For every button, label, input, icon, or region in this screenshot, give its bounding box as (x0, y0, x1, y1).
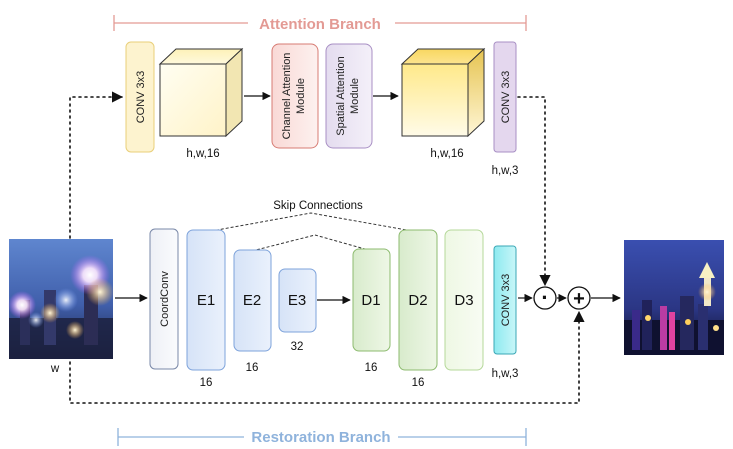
encoder-e3-channels: 32 (291, 341, 304, 353)
channel-attention-module-block (271, 43, 319, 149)
output-image (624, 240, 724, 355)
attention-branch-title: Attention Branch (259, 16, 381, 33)
dotted-path-input-to-attention (69, 91, 124, 239)
add-symbol: + (573, 288, 585, 310)
add-operator: + (567, 286, 591, 310)
input-image-label: w (50, 363, 60, 375)
decoder-d2-label: D2 (408, 292, 427, 309)
restoration-conv-block (493, 245, 517, 355)
spatial-attention-label-line1: Spatial Attention (335, 56, 347, 136)
attention-conv-in-block (125, 41, 155, 153)
skip-connection-e2-d1 (251, 234, 373, 252)
decoder-d2-block (398, 229, 438, 371)
multiply-symbol: · (541, 285, 548, 310)
coordconv-block (149, 228, 179, 370)
spatial-attention-module-block (325, 43, 373, 149)
dotted-path-input-to-add (69, 310, 585, 404)
encoder-e1-channels: 16 (200, 377, 213, 389)
input-image (8, 239, 114, 359)
decoder-d2-channels: 16 (412, 377, 425, 389)
skip-connection-e1-d2 (205, 212, 419, 233)
encoder-e3-label: E3 (288, 292, 306, 309)
attention-feature-cube-out (400, 47, 486, 138)
encoder-e2-channels: 16 (246, 362, 259, 374)
decoder-d3-block (444, 229, 484, 371)
channel-attention-label-line2: Module (295, 78, 307, 114)
restoration-branch: CoordConv E1 16 E2 16 E3 32 D1 16 D2 16 … (117, 228, 527, 446)
attention-feature-cube-in (158, 47, 244, 138)
attention-feature-in-shape: h,w,16 (186, 148, 219, 160)
encoder-e1-label: E1 (197, 292, 215, 309)
channel-attention-label-line1: Channel Attention (281, 53, 293, 140)
restoration-conv-label: CONV 3x3 (500, 274, 512, 327)
decoder-d1-label: D1 (361, 292, 380, 309)
decoder-d1-channels: 16 (365, 362, 378, 374)
coordconv-label: CoordConv (159, 271, 171, 327)
attention-conv-in-label: CONV 3x3 (135, 71, 147, 124)
restoration-branch-bracket (117, 428, 527, 446)
decoder-d1-block (352, 248, 391, 352)
attention-branch-bracket (113, 15, 527, 31)
attention-conv-out-shape: h,w,3 (492, 165, 519, 177)
attention-branch: Attention Branch CONV 3x3 h,w,16 Channel… (113, 15, 527, 177)
encoder-e2-block (233, 249, 272, 352)
skip-connections-label: Skip Connections (273, 200, 363, 212)
decoder-d3-label: D3 (454, 292, 473, 309)
encoder-e2-label: E2 (243, 292, 261, 309)
encoder-e1-block (186, 229, 226, 371)
attention-feature-out-shape: h,w,16 (430, 148, 463, 160)
restoration-conv-shape: h,w,3 (492, 368, 519, 380)
skip-connections: Skip Connections (205, 200, 419, 252)
encoder-e3-block (278, 268, 317, 333)
restoration-branch-title: Restoration Branch (251, 429, 390, 446)
attention-conv-out-block (493, 41, 517, 153)
spatial-attention-label-line2: Module (349, 78, 361, 114)
multiply-operator: · (533, 285, 557, 310)
dotted-path-attention-to-multiply (517, 96, 551, 287)
attention-conv-out-label: CONV 3x3 (500, 71, 512, 124)
